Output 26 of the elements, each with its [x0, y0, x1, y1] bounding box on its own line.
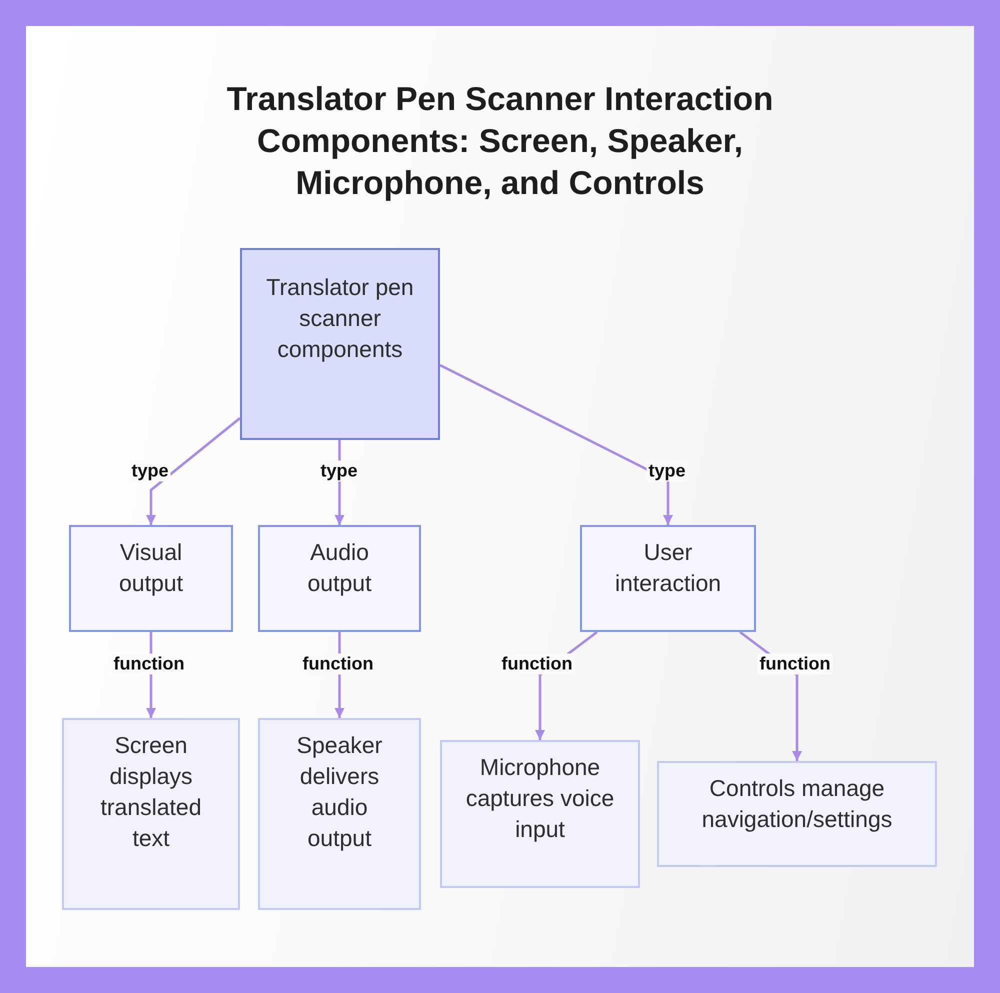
process-box — [258, 718, 421, 910]
process-box — [240, 248, 440, 440]
edge-label: function — [300, 654, 376, 674]
node-text: Microphone captures voice input — [464, 753, 616, 844]
process-box — [657, 761, 937, 867]
node-text: Translator pen scanner components — [265, 273, 415, 364]
node-text: Controls manage navigation/settings — [700, 774, 894, 834]
edge-label: function — [112, 654, 186, 674]
process-box — [69, 525, 233, 632]
process-box — [258, 525, 421, 632]
edge-label: type — [318, 460, 360, 482]
node-text: Speaker delivers audio output — [296, 731, 384, 853]
node-text: User interaction — [614, 538, 722, 598]
node-text: Visual output — [118, 538, 184, 598]
process-box — [440, 740, 640, 888]
node-text: Audio output — [306, 538, 372, 598]
node-text: Screen displays translated text — [99, 731, 202, 853]
edge-label: function — [500, 654, 574, 674]
connector-arrow — [439, 364, 673, 525]
edge-label: type — [646, 460, 688, 482]
connector-arrow — [146, 417, 241, 525]
edge-label: type — [130, 460, 170, 482]
edge-label: function — [758, 654, 832, 674]
diagram-title: Translator Pen Scanner Interaction Components: Screen, Speaker, Microphone, and Controls — [226, 79, 774, 203]
process-box — [62, 718, 240, 910]
process-box — [580, 525, 756, 632]
